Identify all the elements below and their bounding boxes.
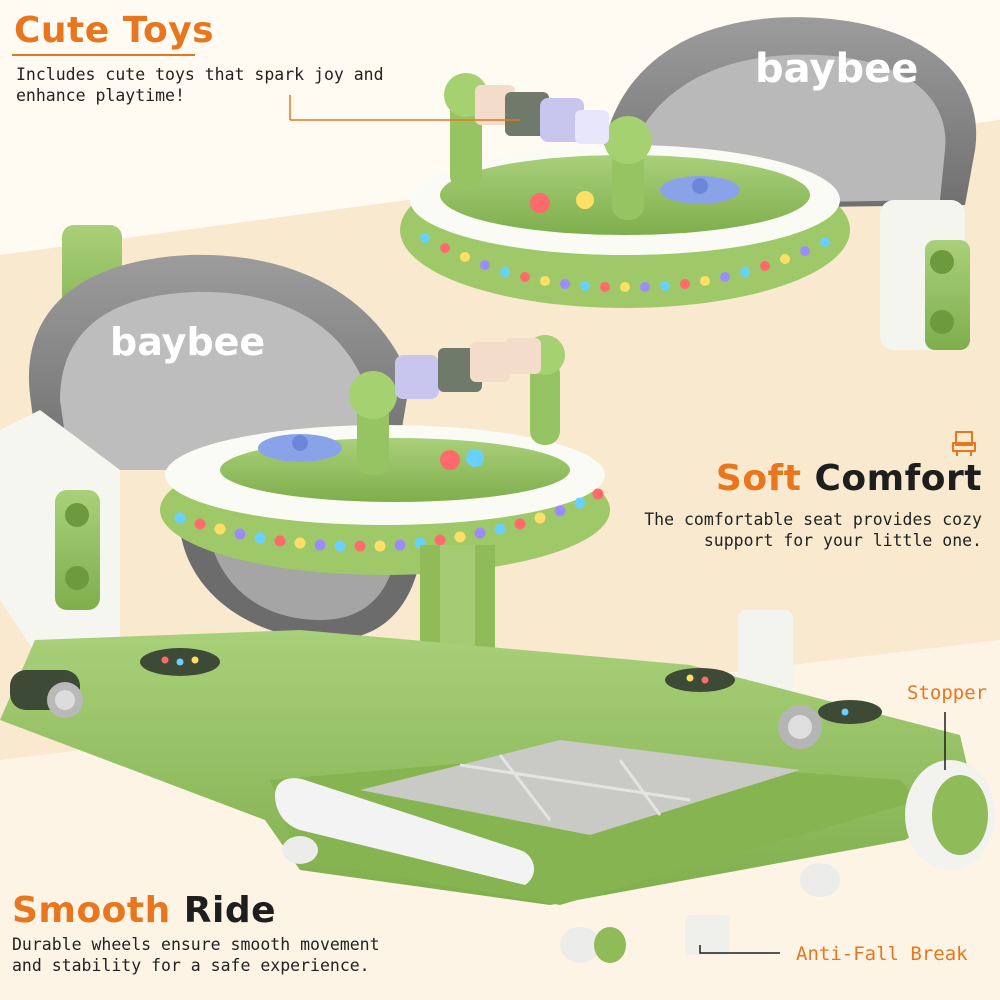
soft-comfort-title: Soft Comfort: [716, 458, 982, 499]
smooth-ride-title: Smooth Ride: [12, 890, 276, 931]
cute-toys-desc-line2: enhance playtime!: [16, 86, 185, 105]
soft-comfort-desc-line2: support for your little one.: [703, 531, 982, 550]
cute-toys-title: Cute Toys: [14, 10, 215, 51]
seat-icon: [951, 429, 977, 457]
soft-comfort-title-b: Comfort: [814, 458, 982, 499]
soft-comfort-title-a: Soft: [715, 458, 802, 499]
smooth-ride-title-a: Smooth: [12, 890, 171, 931]
anti-fall-pointer: [699, 945, 780, 954]
main-walker: baybee: [0, 225, 995, 963]
brand-logo-top: baybee: [755, 46, 918, 92]
anti-fall-break-label: Anti-Fall Break: [796, 943, 968, 965]
brand-logo-main: baybee: [110, 320, 265, 364]
stopper-label: Stopper: [907, 682, 988, 704]
led-strip-main: [174, 488, 604, 552]
soft-comfort-desc-line1: The comfortable seat provides cozy: [644, 510, 982, 529]
cute-toys-desc-line1: Includes cute toys that spark joy and: [16, 65, 384, 84]
led-strip-top: [420, 233, 830, 292]
smooth-ride-title-b: Ride: [183, 890, 277, 931]
smooth-ride-desc-line1: Durable wheels ensure smooth movement: [12, 935, 380, 954]
smooth-ride-desc-line2: and stability for a safe experience.: [12, 956, 370, 975]
top-walker: baybee: [400, 17, 977, 350]
